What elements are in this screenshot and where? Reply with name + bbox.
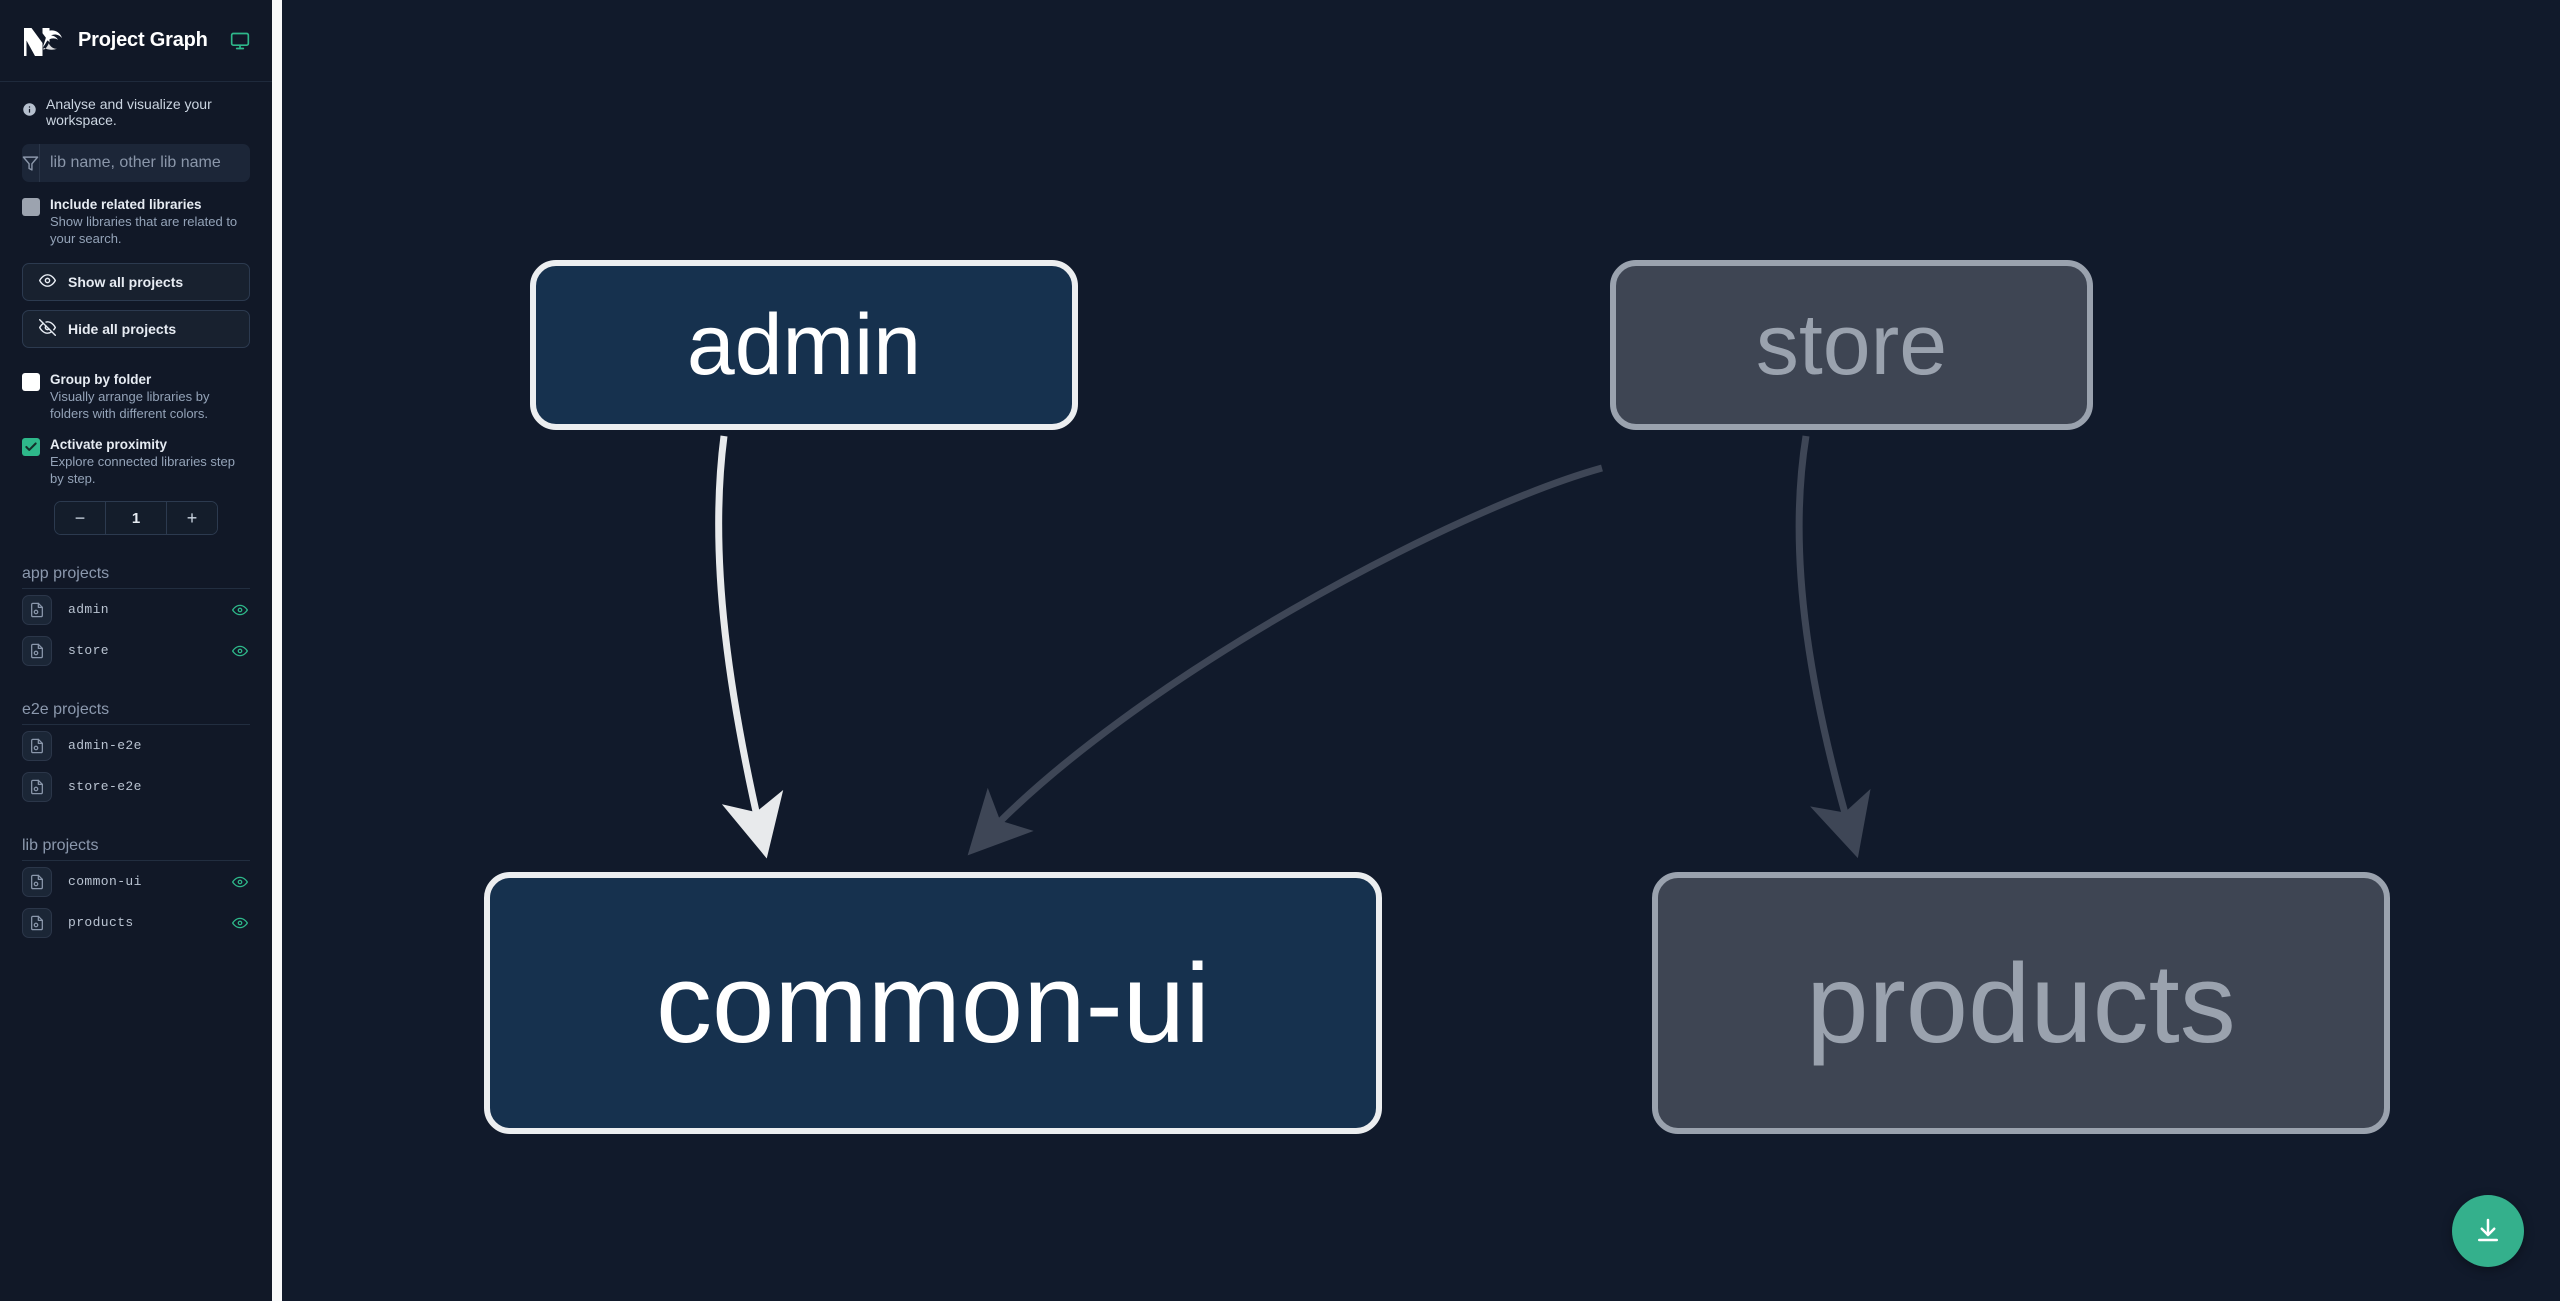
info-icon bbox=[22, 102, 37, 122]
group-by-folder-label: Group by folder bbox=[50, 372, 152, 387]
graph-node-label: admin bbox=[686, 296, 922, 393]
download-graph-button[interactable] bbox=[2452, 1195, 2524, 1267]
project-visible-eye-icon[interactable] bbox=[230, 915, 250, 931]
project-list-item-common-ui[interactable]: common-ui bbox=[22, 861, 250, 902]
graph-node-label: products bbox=[1806, 940, 2236, 1066]
include-related-libraries-checkbox[interactable] bbox=[22, 198, 40, 216]
project-list-item-admin[interactable]: admin bbox=[22, 589, 250, 630]
activate-proximity-label: Activate proximity bbox=[50, 437, 168, 452]
search-box[interactable] bbox=[22, 144, 250, 182]
project-visible-eye-icon[interactable] bbox=[230, 874, 250, 890]
group-by-folder-checkbox[interactable] bbox=[22, 373, 40, 391]
graph-node-label: store bbox=[1755, 296, 1948, 393]
proximity-increment-button[interactable]: + bbox=[167, 502, 217, 534]
search-container bbox=[0, 138, 272, 182]
sidebar-resize-handle[interactable] bbox=[272, 0, 282, 1301]
project-list-item-label: products bbox=[68, 915, 134, 930]
eye-off-icon bbox=[39, 319, 57, 339]
project-file-icon bbox=[22, 594, 52, 625]
project-group: lib projects common-ui products bbox=[0, 837, 272, 943]
activate-proximity-checkbox[interactable] bbox=[22, 438, 40, 456]
proximity-value: 1 bbox=[105, 502, 167, 534]
hide-all-projects-label: Hide all projects bbox=[68, 321, 177, 337]
project-list-item-label: admin bbox=[68, 602, 110, 617]
nx-logo-icon bbox=[22, 23, 64, 59]
project-list-item-store-e2e[interactable]: store-e2e bbox=[22, 766, 250, 807]
project-file-icon bbox=[22, 635, 52, 666]
project-list-item-admin-e2e[interactable]: admin-e2e bbox=[22, 725, 250, 766]
project-groups: app projects admin store e2e projects admin-… bbox=[0, 565, 272, 943]
checkbox-row-include-related-libraries[interactable]: Include related libraries Show libraries… bbox=[0, 182, 272, 247]
sidebar-header: Project Graph bbox=[0, 0, 272, 82]
project-file-icon bbox=[22, 771, 52, 802]
project-group-title: app projects bbox=[22, 565, 250, 589]
project-group: app projects admin store bbox=[0, 565, 272, 671]
proximity-stepper-container: − 1 + bbox=[0, 487, 272, 535]
project-list-item-label: store bbox=[68, 643, 110, 658]
project-group-title: lib projects bbox=[22, 837, 250, 861]
activate-proximity-description: Explore connected libraries step by step… bbox=[50, 454, 235, 486]
page-title: Project Graph bbox=[78, 29, 208, 51]
include-related-libraries-label: Include related libraries bbox=[50, 197, 202, 212]
edge-admin-to-common-ui bbox=[715, 435, 784, 859]
project-file-icon bbox=[22, 866, 52, 897]
show-all-projects-label: Show all projects bbox=[68, 274, 184, 290]
project-list-item-products[interactable]: products bbox=[22, 902, 250, 943]
graph-node-common-ui[interactable]: common-ui bbox=[484, 872, 1382, 1134]
eye-icon bbox=[39, 272, 57, 292]
edge-store-to-common-ui bbox=[967, 464, 1603, 856]
graph-canvas[interactable]: admin store common-ui products bbox=[272, 0, 2560, 1301]
project-visible-eye-icon[interactable] bbox=[230, 643, 250, 659]
project-list-item-store[interactable]: store bbox=[22, 630, 250, 671]
project-group-title: e2e projects bbox=[22, 701, 250, 725]
graph-node-admin[interactable]: admin bbox=[530, 260, 1078, 430]
visibility-buttons: Show all projects Hide all projects bbox=[0, 247, 272, 348]
search-input[interactable] bbox=[40, 144, 250, 182]
graph-edges bbox=[715, 435, 1871, 859]
project-file-icon bbox=[22, 730, 52, 761]
project-group: e2e projects admin-e2e store-e2e bbox=[0, 701, 272, 807]
edge-store-to-products bbox=[1795, 435, 1871, 859]
project-list-item-label: admin-e2e bbox=[68, 738, 142, 753]
proximity-decrement-button[interactable]: − bbox=[55, 502, 105, 534]
monitor-icon[interactable] bbox=[230, 31, 250, 51]
show-all-projects-button[interactable]: Show all projects bbox=[22, 263, 250, 301]
project-list-item-label: store-e2e bbox=[68, 779, 142, 794]
tagline-text: Analyse and visualize your workspace. bbox=[46, 96, 212, 128]
graph-node-store[interactable]: store bbox=[1610, 260, 2093, 430]
graph-node-label: common-ui bbox=[656, 940, 1210, 1066]
group-by-folder-description: Visually arrange libraries by folders wi… bbox=[50, 389, 210, 421]
tagline: Analyse and visualize your workspace. bbox=[0, 82, 272, 138]
sidebar: Project Graph Analyse and visualize your… bbox=[0, 0, 272, 1301]
project-file-icon bbox=[22, 907, 52, 938]
checkbox-row-activate-proximity[interactable]: Activate proximity Explore connected lib… bbox=[0, 422, 272, 487]
checkbox-row-group-by-folder[interactable]: Group by folder Visually arrange librari… bbox=[0, 357, 272, 422]
hide-all-projects-button[interactable]: Hide all projects bbox=[22, 310, 250, 348]
graph-node-products[interactable]: products bbox=[1652, 872, 2390, 1134]
proximity-stepper: − 1 + bbox=[54, 501, 218, 535]
download-icon bbox=[2473, 1215, 2503, 1248]
filter-icon bbox=[22, 144, 40, 182]
include-related-libraries-description: Show libraries that are related to your … bbox=[50, 214, 238, 246]
project-list-item-label: common-ui bbox=[68, 874, 142, 889]
project-visible-eye-icon[interactable] bbox=[230, 602, 250, 618]
